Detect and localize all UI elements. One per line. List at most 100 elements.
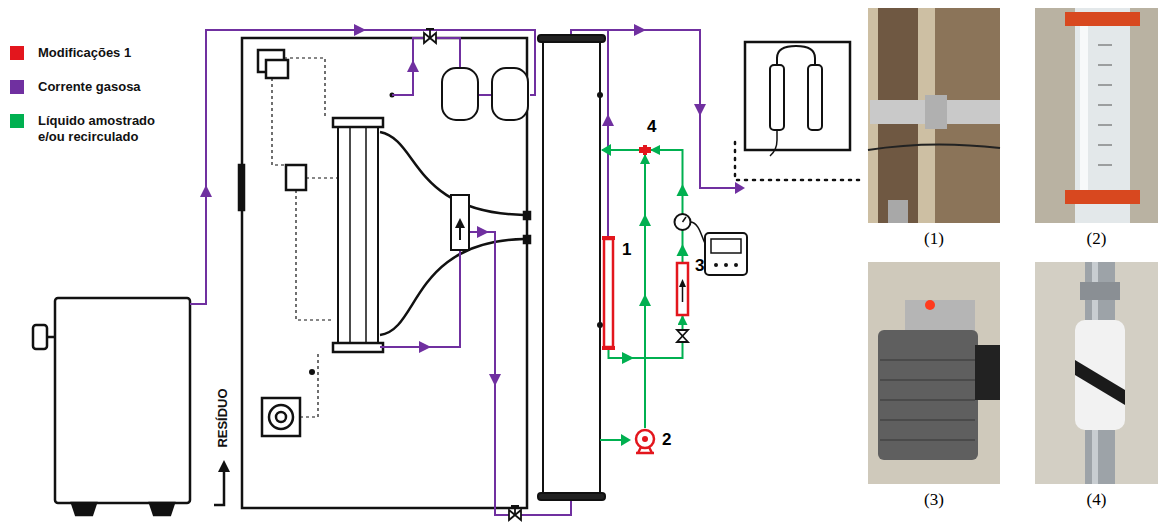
photo-image (1065, 12, 1140, 26)
photo-image (878, 330, 978, 460)
analyzer-box (770, 65, 784, 130)
pressure-gauge (690, 222, 706, 245)
liquid-connector (651, 150, 683, 262)
gas-line (380, 250, 460, 347)
legend-swatch (10, 114, 24, 128)
photo-caption: (4) (1035, 490, 1158, 510)
liquid-arrow (601, 144, 689, 446)
gas-vessel (442, 68, 528, 250)
gas-arrow (694, 104, 706, 116)
gas-vessel (451, 195, 469, 250)
analyzer-box (808, 65, 822, 130)
gas-arrow (354, 24, 366, 36)
tee-fitting (639, 145, 651, 155)
photo-frame: (4) (1035, 262, 1158, 484)
rotameter-symbol (679, 279, 686, 287)
waste-arrow (214, 470, 224, 505)
gas-line (607, 30, 609, 236)
rotameter-symbol (677, 263, 688, 315)
liquid-connector (644, 155, 646, 428)
photo-image (1080, 282, 1120, 300)
gas-arrow (200, 24, 745, 386)
gas-arrow (419, 341, 431, 353)
pump-symbol: 2 (632, 428, 658, 454)
gas-line (478, 94, 492, 96)
analyzer-panel (272, 78, 286, 165)
analyzer-panel (239, 165, 244, 210)
pump-symbol (632, 428, 658, 454)
photo-image (868, 8, 1158, 484)
pump-symbol (636, 430, 654, 448)
valve-symbol (424, 29, 521, 520)
analyzer-panel (284, 58, 325, 118)
analyzer-panel (365, 128, 367, 342)
column (538, 493, 605, 500)
analyzer-panel (306, 177, 338, 178)
gas-arrow (200, 185, 212, 197)
legend-text: Modificações 1 (38, 45, 178, 61)
analyzer-box (745, 42, 850, 150)
gas-arrow (634, 24, 646, 36)
photo-image (880, 360, 975, 440)
pressure-gauge (714, 263, 718, 267)
gas-line (190, 30, 535, 304)
photo-image (868, 262, 1000, 484)
photo-frame: (2) (1035, 8, 1158, 223)
pressure-gauge (683, 217, 687, 222)
photo-image (1035, 262, 1158, 484)
photo-image (1035, 8, 1158, 223)
photo-image (925, 95, 947, 129)
rotameter-symbol (682, 286, 684, 302)
photo-frame: (1) (868, 8, 1000, 223)
gas-arrow (735, 182, 745, 194)
photo-caption: (3) (868, 490, 1000, 510)
tee-fitting (643, 145, 647, 155)
pressure-gauge (711, 239, 741, 253)
photo-image (888, 200, 908, 223)
analyzer-panel (272, 58, 338, 417)
gas-arrow (407, 60, 419, 72)
analyzer-panel (276, 412, 286, 422)
waste-arrow (214, 460, 230, 505)
analyzer-panel (524, 236, 530, 243)
analyzer-panel (269, 405, 293, 429)
sampling-tube (602, 346, 615, 350)
analyzer-panel (266, 60, 288, 78)
callout-number: 4 (647, 117, 656, 137)
analyzer-box (777, 46, 815, 65)
photo-image (1080, 26, 1088, 190)
sampling-tube (602, 236, 615, 350)
analyzer-panel (262, 398, 300, 436)
valve-symbol (426, 29, 434, 38)
gas-arrow (477, 226, 489, 238)
analyzer-panel (524, 212, 530, 219)
waste-cabinet (47, 336, 55, 339)
legend-swatch (10, 80, 24, 94)
photo-image (1075, 320, 1125, 430)
gas-vessel (455, 218, 465, 228)
column (597, 92, 603, 98)
valve-symbol (677, 330, 688, 342)
column (597, 322, 603, 328)
analyzer-panel (296, 190, 333, 320)
analyzer-panel (286, 165, 306, 190)
photo-image (1075, 360, 1125, 405)
pressure-gauge (724, 263, 728, 267)
waste-cabinet (33, 298, 190, 515)
analyzer-panel (309, 369, 315, 375)
analyzer-panel (333, 118, 383, 127)
column (538, 35, 605, 42)
outlet-label: RESÍDUO (215, 388, 230, 447)
pressure-gauge (675, 214, 691, 230)
legend-text: Líquido amostrado e/ou recirculado (38, 113, 178, 145)
analyzer-panel (239, 38, 530, 508)
photo-image (868, 144, 1000, 150)
gas-vessel (492, 68, 528, 120)
gas-vessel (442, 68, 478, 120)
photo-caption: (2) (1035, 229, 1158, 249)
legend-swatch (10, 46, 24, 60)
column (538, 35, 605, 500)
gas-line (190, 30, 738, 515)
